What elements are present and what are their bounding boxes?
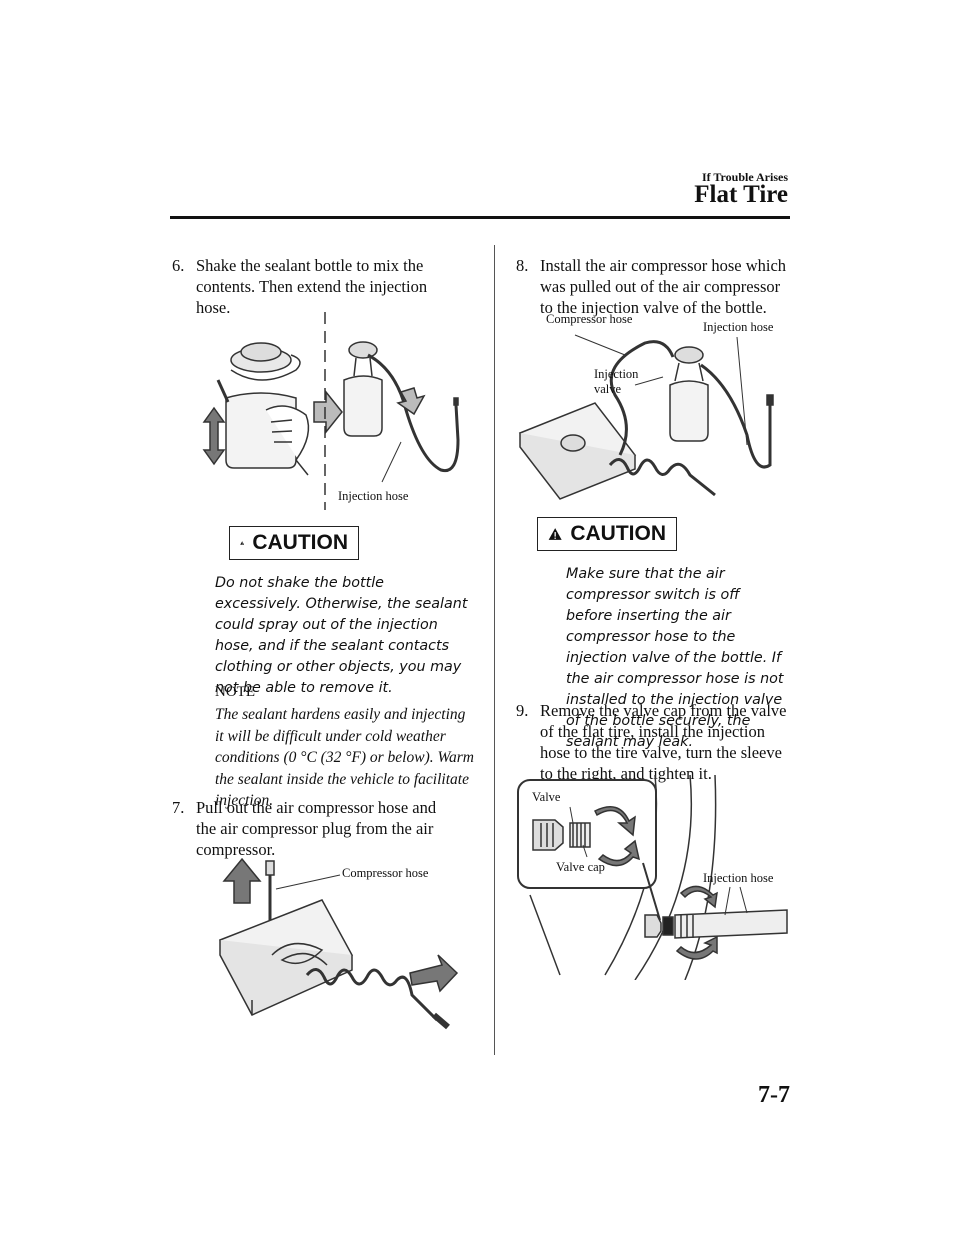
- step-6: 6. Shake the sealant bottle to mix the c…: [172, 255, 444, 318]
- step-text: Install the air compressor hose which wa…: [540, 256, 787, 317]
- injection-hose-label: Injection hose: [338, 489, 409, 503]
- step-number: 7.: [172, 798, 185, 817]
- note-text: The sealant hardens easily and injecting…: [215, 706, 474, 809]
- compressor-hose-label: Compressor hose: [546, 312, 633, 326]
- step-9: 9. Remove the valve cap from the valve o…: [516, 700, 788, 784]
- page-number: 7-7: [758, 1082, 790, 1108]
- step-number: 8.: [516, 256, 529, 275]
- valve-cap-label: Valve cap: [556, 860, 605, 874]
- caution-badge: CAUTION: [229, 526, 359, 560]
- note-heading: NOTE: [215, 684, 255, 700]
- step-number: 9.: [516, 701, 529, 720]
- caution-badge: CAUTION: [537, 517, 677, 551]
- injection-valve-label-2: valve: [594, 382, 622, 396]
- section-title: If Trouble Arises: [701, 170, 788, 184]
- connect-hose-illustration: [518, 334, 774, 500]
- caution-heading: CAUTION: [570, 522, 666, 545]
- caution-heading: CAUTION: [252, 531, 348, 554]
- valve-illustration: [517, 775, 788, 980]
- valve-label: Valve: [532, 790, 561, 804]
- caution-text: Make sure that the air compressor switch…: [566, 566, 784, 750]
- step-7: 7. Pull out the air compressor hose and …: [172, 797, 444, 860]
- shake-bottle-illustration: [202, 312, 460, 510]
- injection-valve-label-1: Injection: [594, 367, 639, 381]
- compressor-hose-label: Compressor hose: [342, 866, 429, 880]
- step-8: 8. Install the air compressor hose which…: [516, 255, 788, 318]
- page-title: Flat Tire: [694, 181, 788, 208]
- warning-icon: [240, 541, 245, 545]
- step-text: Shake the sealant bottle to mix the cont…: [196, 256, 428, 317]
- step-number: 6.: [172, 256, 185, 275]
- caution-text: Do not shake the bottle excessively. Oth…: [215, 575, 468, 696]
- step-text: Pull out the air compressor hose and the…: [196, 798, 437, 859]
- compressor-illustration: [218, 857, 459, 1030]
- injection-hose-label: Injection hose: [703, 871, 774, 885]
- warning-icon: [548, 528, 562, 540]
- step-text: Remove the valve cap from the valve of t…: [540, 701, 787, 783]
- header-rule: [170, 216, 790, 219]
- column-divider: [494, 245, 495, 1055]
- injection-hose-label: Injection hose: [703, 320, 774, 334]
